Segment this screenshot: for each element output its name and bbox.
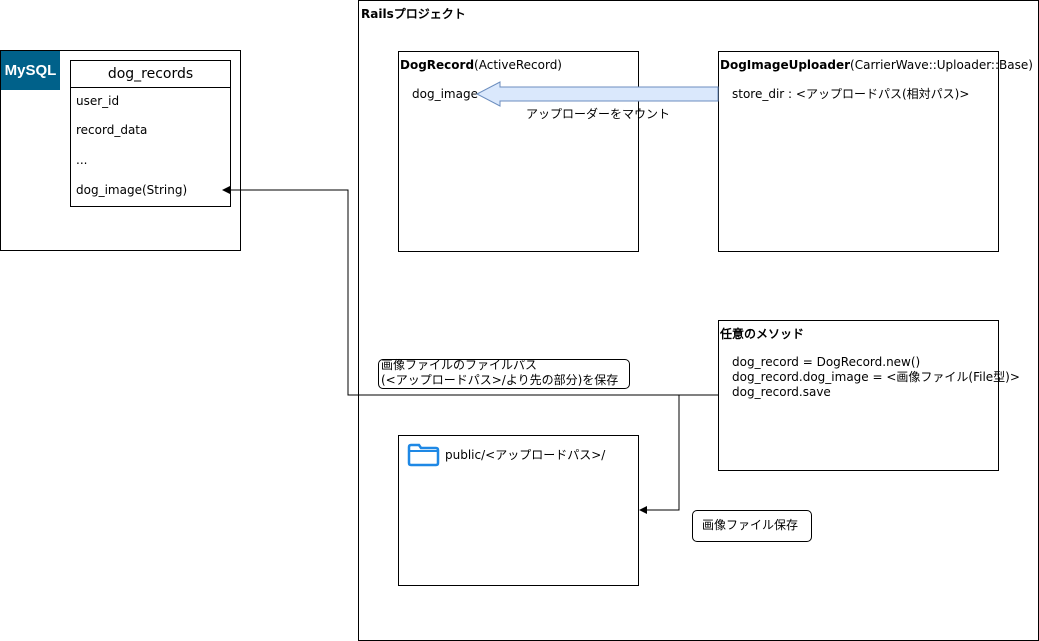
dog-record-box [398, 51, 639, 252]
dog-record-attribute: dog_image [412, 87, 478, 101]
dog-record-title-bold: DogRecord [400, 58, 475, 72]
path-note-line-2: (<アップロードパス>/より先の部分)を保存 [381, 373, 619, 387]
method-line-1: dog_record = DogRecord.new() [732, 355, 921, 369]
method-line-3: dog_record.save [732, 385, 831, 399]
file-save-arrowhead [639, 506, 647, 514]
file-save-line [646, 395, 680, 511]
mysql-logo-text: MySQL [4, 62, 57, 79]
save-note [692, 510, 812, 542]
path-note [378, 359, 630, 389]
db-field-dog-image: dog_image(String) [76, 183, 188, 197]
method-line-2: dog_record.dog_image = <画像ファイル(File型)> [732, 370, 1020, 384]
uploader-title-bold: DogImageUploader [720, 58, 851, 72]
dog-record-title-rest: (ActiveRecord) [474, 58, 562, 72]
rails-project-title: Railsプロジェクト [361, 7, 466, 21]
uploader-attribute: store_dir : <アップロードパス(相対パス)> [732, 87, 970, 101]
method-box [718, 320, 999, 471]
path-save-arrowhead [222, 186, 230, 194]
uploader-title-rest: (CarrierWave::Uploader::Base) [850, 58, 1033, 72]
mysql-logo: MySQL [1, 51, 60, 90]
uploader-box [718, 51, 999, 252]
path-save-line [230, 189, 718, 396]
dog-record-title: DogRecord(ActiveRecord) [400, 57, 562, 73]
mount-label: アップローダーをマウント [526, 107, 671, 121]
db-field-ellipsis: ... [76, 153, 88, 167]
method-title: 任意のメソッド [720, 327, 805, 341]
mount-arrow [475, 81, 719, 107]
path-note-line-1: 画像ファイルのファイルパス [381, 358, 538, 372]
uploader-title: DogImageUploader(CarrierWave::Uploader::… [720, 57, 1033, 73]
db-field-user-id: user_id [76, 94, 120, 108]
db-table-header: dog_records [70, 60, 231, 88]
save-note-label: 画像ファイル保存 [702, 518, 799, 532]
db-table-name: dog_records [107, 66, 194, 82]
db-field-record-data: record_data [76, 123, 148, 137]
public-folder-label: public/<アップロードパス>/ [445, 448, 606, 462]
folder-icon [407, 443, 440, 467]
